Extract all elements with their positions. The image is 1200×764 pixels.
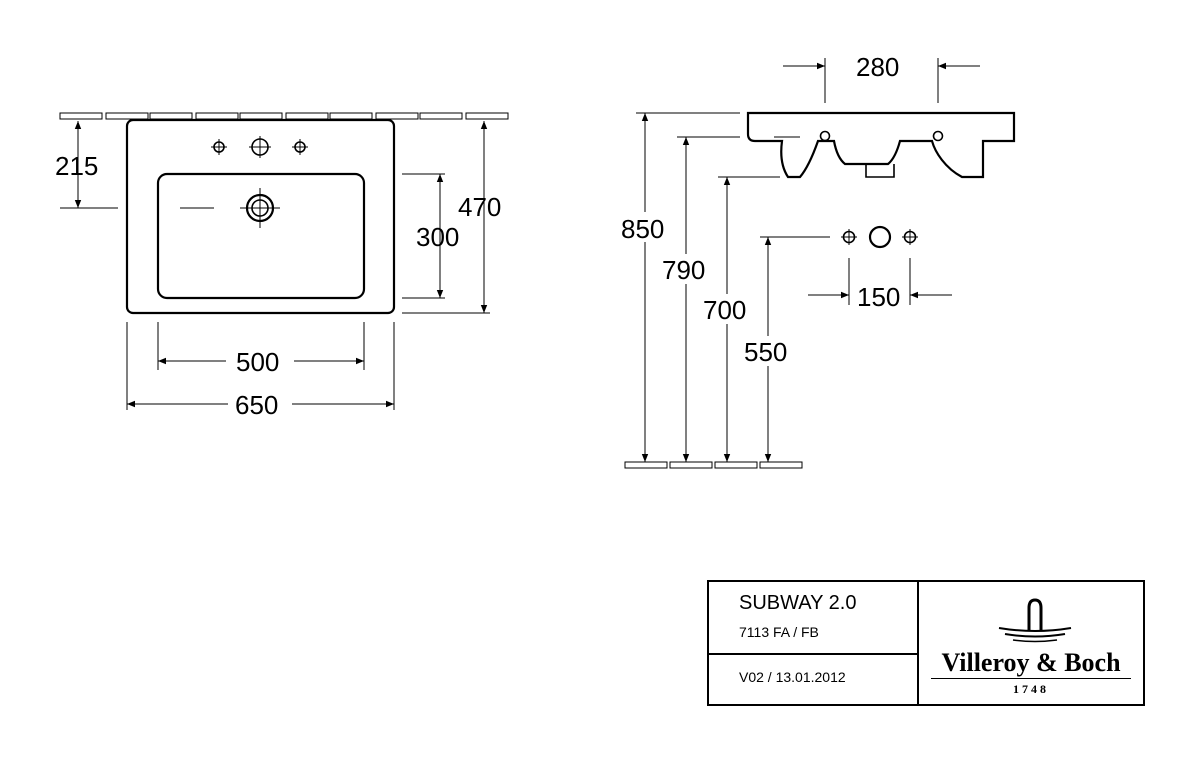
dim-150: 150 (857, 282, 900, 312)
basin-profile (746, 111, 1016, 179)
dim-280: 280 (856, 52, 899, 82)
title-block: SUBWAY 2.0 7113 FA / FB V02 / 13.01.2012… (707, 580, 1145, 706)
dim-700: 700 (703, 295, 746, 325)
brand-name: Villeroy & Boch (941, 648, 1121, 677)
dim-850: 850 (621, 214, 664, 244)
dim-470: 470 (458, 192, 501, 222)
wall-hatch (59, 112, 509, 120)
side-view: 280 850 790 700 550 (618, 52, 1016, 469)
waste-outlet (180, 188, 280, 228)
dim-300: 300 (416, 222, 459, 252)
dim-550: 550 (744, 337, 787, 367)
brand-year: 1748 (1013, 682, 1049, 696)
title-block-header: SUBWAY 2.0 7113 FA / FB (709, 582, 917, 655)
dim-790: 790 (662, 255, 705, 285)
product-name: SUBWAY 2.0 (739, 592, 857, 614)
article-code: 7113 FA / FB (739, 624, 819, 640)
dim-650: 650 (235, 390, 278, 420)
floor-hatch (624, 461, 803, 469)
waste-spout (865, 164, 895, 178)
version-date: V02 / 13.01.2012 (739, 669, 846, 685)
tap-holes (211, 136, 308, 158)
top-view: 215 300 470 500 650 (55, 112, 509, 420)
title-block-info: SUBWAY 2.0 7113 FA / FB V02 / 13.01.2012 (709, 582, 919, 704)
dim-215: 215 (55, 151, 98, 181)
dim-500: 500 (236, 347, 279, 377)
brand-underline (931, 678, 1131, 679)
basin-outline (125, 118, 396, 315)
brand-logo: Villeroy & Boch 1748 (919, 582, 1143, 704)
tap-holes-front (841, 225, 918, 249)
faucet-logo-icon (998, 598, 1072, 643)
bowl-outline (156, 172, 366, 300)
